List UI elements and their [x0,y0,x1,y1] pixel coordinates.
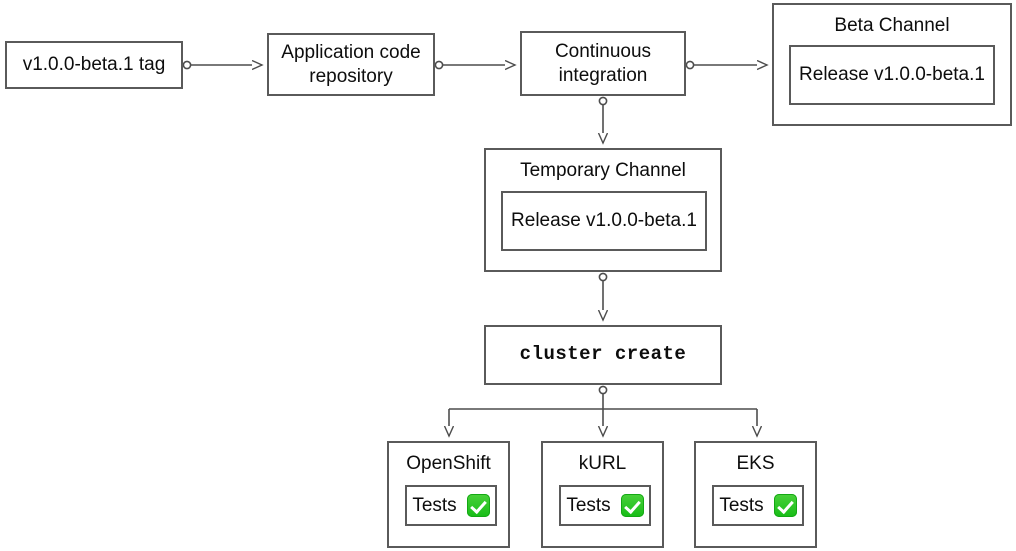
repo-line-1: Application code [281,42,421,64]
beta-channel-release-box[interactable]: Release v1.0.0-beta.1 [789,45,995,105]
ci-line-1: Continuous [554,41,652,63]
node-application-code-repository[interactable]: Application code repository [267,33,435,96]
openshift-title: OpenShift [406,453,491,474]
kurl-tests-label: Tests [566,494,611,516]
node-application-code-repository-label: Application code repository [281,41,420,87]
temporary-channel-title: Temporary Channel [520,160,686,181]
node-cluster-create-label: cluster create [519,343,687,366]
eks-title: EKS [736,453,775,474]
openshift-tests-box[interactable]: Tests [405,485,497,526]
node-openshift[interactable]: OpenShift Tests [387,441,510,548]
beta-channel-release-label: Release v1.0.0-beta.1 [799,64,985,86]
node-temporary-channel[interactable]: Temporary Channel Release v1.0.0-beta.1 [484,148,722,272]
temporary-channel-release-box[interactable]: Release v1.0.0-beta.1 [501,191,707,251]
node-version-tag[interactable]: v1.0.0-beta.1 tag [5,41,183,89]
repo-line-2: repository [309,65,393,87]
kurl-tests-box[interactable]: Tests [559,485,651,526]
node-continuous-integration-label: Continuous integration [555,40,651,86]
openshift-tests-label: Tests [412,494,457,516]
node-continuous-integration[interactable]: Continuous integration [520,31,686,96]
node-kurl[interactable]: kURL Tests [541,441,664,548]
green-check-icon [466,494,490,517]
beta-channel-title: Beta Channel [834,15,950,36]
eks-tests-label: Tests [719,494,764,516]
kurl-title: kURL [578,453,627,474]
ci-line-2: integration [558,64,648,86]
green-check-icon [773,494,797,517]
node-version-tag-label: v1.0.0-beta.1 tag [22,54,166,76]
green-check-icon [620,494,644,517]
eks-tests-box[interactable]: Tests [712,485,804,526]
node-beta-channel[interactable]: Beta Channel Release v1.0.0-beta.1 [772,3,1012,126]
temporary-channel-release-label: Release v1.0.0-beta.1 [511,210,697,232]
node-cluster-create[interactable]: cluster create [484,325,722,385]
node-eks[interactable]: EKS Tests [694,441,817,548]
